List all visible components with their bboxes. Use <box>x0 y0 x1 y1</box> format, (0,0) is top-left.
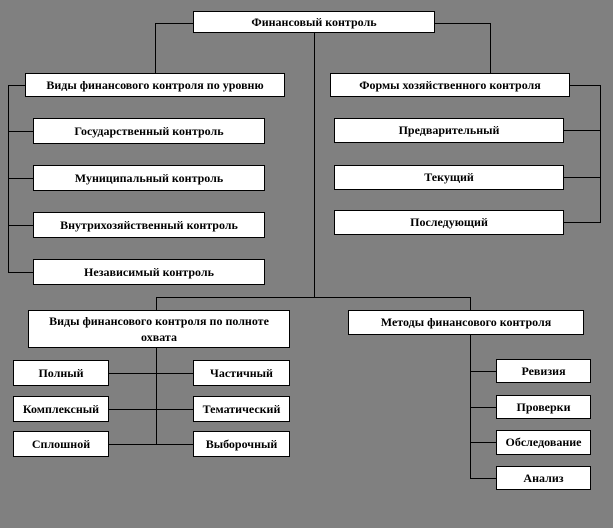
connector-line <box>564 222 601 223</box>
node-selective: Выборочный <box>193 431 290 457</box>
node-full: Полный <box>13 360 109 386</box>
node-methods: Методы финансового контроля <box>348 310 584 335</box>
node-partial: Частичный <box>193 360 290 386</box>
connector-line <box>156 348 157 444</box>
node-analysis: Анализ <box>496 466 591 490</box>
connector-line <box>155 23 156 73</box>
node-types-by-coverage: Виды финансового контроля по полноте охв… <box>28 310 290 348</box>
node-continuous: Сплошной <box>13 431 109 457</box>
connector-line <box>470 442 496 443</box>
connector-line <box>156 297 157 310</box>
connector-line <box>490 23 491 73</box>
connector-line <box>470 478 496 479</box>
node-state-control: Государственный контроль <box>33 118 265 144</box>
connector-line <box>8 272 33 273</box>
connector-line <box>156 297 471 298</box>
connector-line <box>564 177 601 178</box>
connector-line <box>8 85 25 86</box>
node-municipal-control: Муниципальный контроль <box>33 165 265 191</box>
node-subsequent: Последующий <box>334 210 564 235</box>
node-internal-control: Внутрихозяйственный контроль <box>33 212 265 238</box>
connector-line <box>600 85 601 223</box>
node-forms-of-control: Формы хозяйственного контроля <box>330 73 570 97</box>
node-examination: Обследование <box>496 430 591 455</box>
connector-line <box>470 371 496 372</box>
connector-line <box>470 297 471 310</box>
connector-line <box>109 409 193 410</box>
connector-line <box>8 131 33 132</box>
connector-line <box>470 335 471 478</box>
node-independent-control: Независимый контроль <box>33 259 265 285</box>
connector-line <box>155 23 193 24</box>
connector-line <box>8 178 33 179</box>
connector-line <box>564 130 601 131</box>
node-inspection: Проверки <box>496 395 591 419</box>
node-financial-control: Финансовый контроль <box>193 11 435 33</box>
connector-line <box>314 33 315 297</box>
connector-line <box>109 444 193 445</box>
connector-line <box>570 85 601 86</box>
connector-line <box>470 407 496 408</box>
node-types-by-level: Виды финансового контроля по уровню <box>25 73 285 97</box>
connector-line <box>109 373 193 374</box>
node-complex: Комплексный <box>13 396 109 422</box>
node-current: Текущий <box>334 165 564 190</box>
node-thematic: Тематический <box>193 396 290 422</box>
node-preliminary: Предварительный <box>334 118 564 143</box>
connector-line <box>8 225 33 226</box>
node-revision: Ревизия <box>496 359 591 383</box>
connector-line <box>435 23 491 24</box>
